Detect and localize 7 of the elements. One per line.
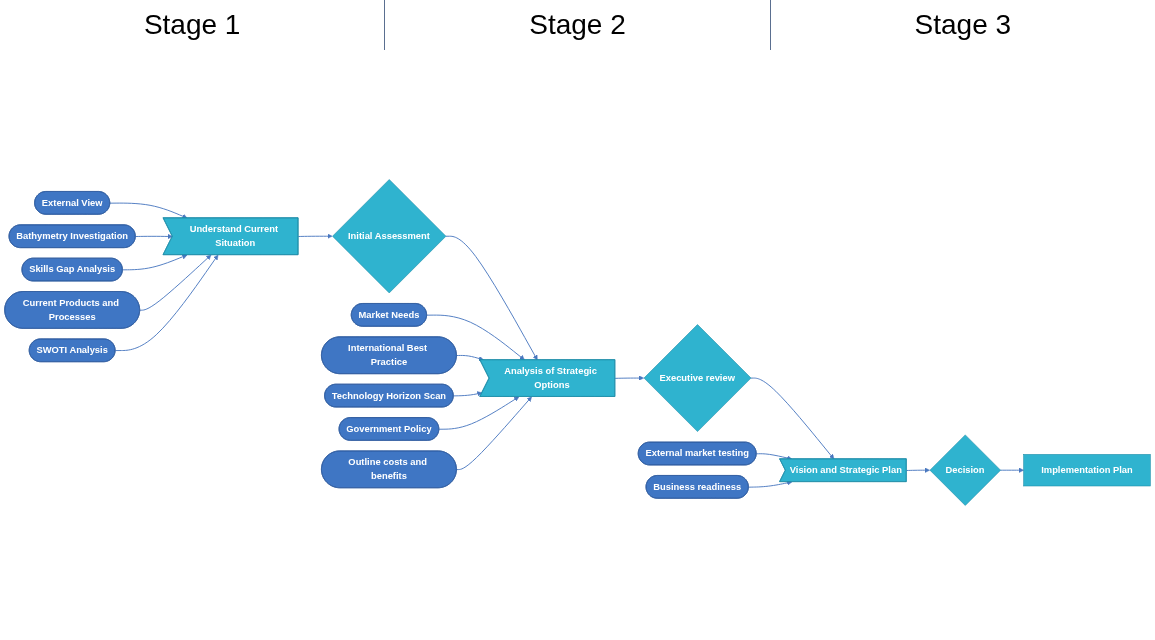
node-diamond: Executive review <box>643 324 752 432</box>
node-diamond: Initial Assessment <box>332 179 447 294</box>
stage-heading: Stage 1 <box>142 9 242 41</box>
stage-heading: Stage 2 <box>528 9 627 41</box>
stage-heading: Stage 3 <box>913 9 1013 41</box>
node-diamond: Decision <box>929 434 1001 506</box>
node-box: Implementation Plan <box>1023 454 1151 487</box>
